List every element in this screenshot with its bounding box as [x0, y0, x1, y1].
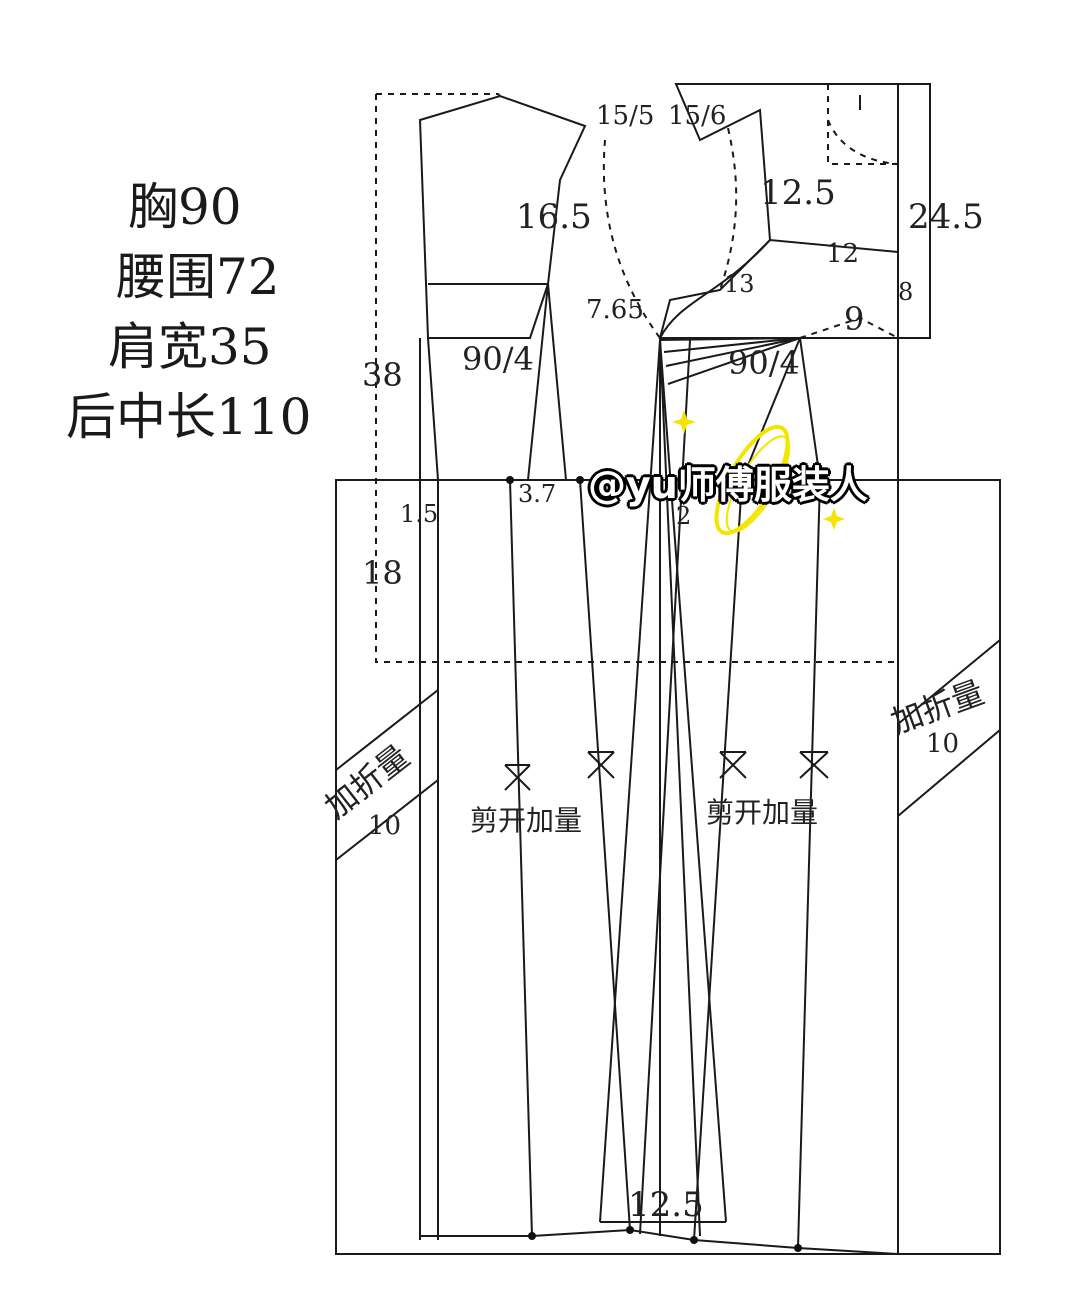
- label-bust-front: 90/4: [728, 344, 800, 382]
- gore-back-1: [509, 479, 533, 1237]
- spec-back-length: 后中长110: [66, 388, 312, 446]
- label-neck-back: 15/5: [596, 101, 654, 131]
- slash-left-label: 剪开加量: [470, 804, 582, 837]
- back-dash-outline: [375, 93, 898, 663]
- front-dash-neck: [827, 84, 898, 165]
- gore-front-1: [693, 479, 743, 1241]
- spec-bust: 胸90: [128, 178, 242, 236]
- back-bodice-outline: [418, 94, 587, 339]
- gore-front-2: [797, 479, 821, 1249]
- sparkle-stars: [672, 410, 845, 530]
- front-armhole-curve: [659, 238, 899, 339]
- gore-back-2: [579, 479, 631, 1231]
- label-front-width: 12: [826, 239, 859, 269]
- spec-shoulder: 肩宽35: [108, 318, 272, 376]
- skirt-panel: [335, 479, 1001, 1255]
- label-neck-front: 15/6: [668, 101, 726, 131]
- watermark: @yu师傅服装人: [588, 463, 868, 507]
- label-bust-back: 90/4: [462, 340, 534, 378]
- front-dash-armhole-2: [719, 127, 738, 291]
- label-front-side: 8: [898, 278, 913, 306]
- label-armhole-back: 7.65: [586, 295, 644, 325]
- sparkle-decoration: [714, 424, 791, 536]
- front-dash-neck-curve: [827, 119, 899, 165]
- label-hem-width: 12.5: [628, 1185, 704, 1225]
- label-skirt-drop: 18: [362, 554, 403, 592]
- slash-marks: [504, 751, 829, 791]
- front-bodice-outline: [658, 83, 931, 339]
- front-dart-dash: [799, 316, 899, 339]
- pleat-right-band: [897, 639, 1001, 817]
- gore-back-4: [659, 339, 727, 1223]
- label-back-armhole-depth: 16.5: [516, 197, 592, 237]
- label-waist-offset: 1.5: [400, 500, 438, 528]
- pleat-left-value: 10: [368, 811, 401, 841]
- hem-curve: [420, 1228, 899, 1255]
- spec-waist: 腰围72: [116, 248, 280, 306]
- front-dash-armhole: [602, 139, 661, 339]
- label-front-dart: 9: [844, 300, 864, 338]
- pleat-left-band: [335, 689, 439, 861]
- label-front-waist: 2: [676, 502, 691, 530]
- label-dart-width: 3.7: [518, 480, 556, 508]
- label-front-length: 24.5: [908, 197, 984, 237]
- slash-right-label: 剪开加量: [706, 796, 818, 829]
- pleat-right-value: 10: [926, 729, 959, 759]
- gore-back-3: [599, 339, 661, 1223]
- label-waist-to-hip: 38: [362, 356, 403, 394]
- label-armhole-front: 13: [724, 270, 755, 298]
- label-front-shoulder-drop: 12.5: [760, 173, 836, 213]
